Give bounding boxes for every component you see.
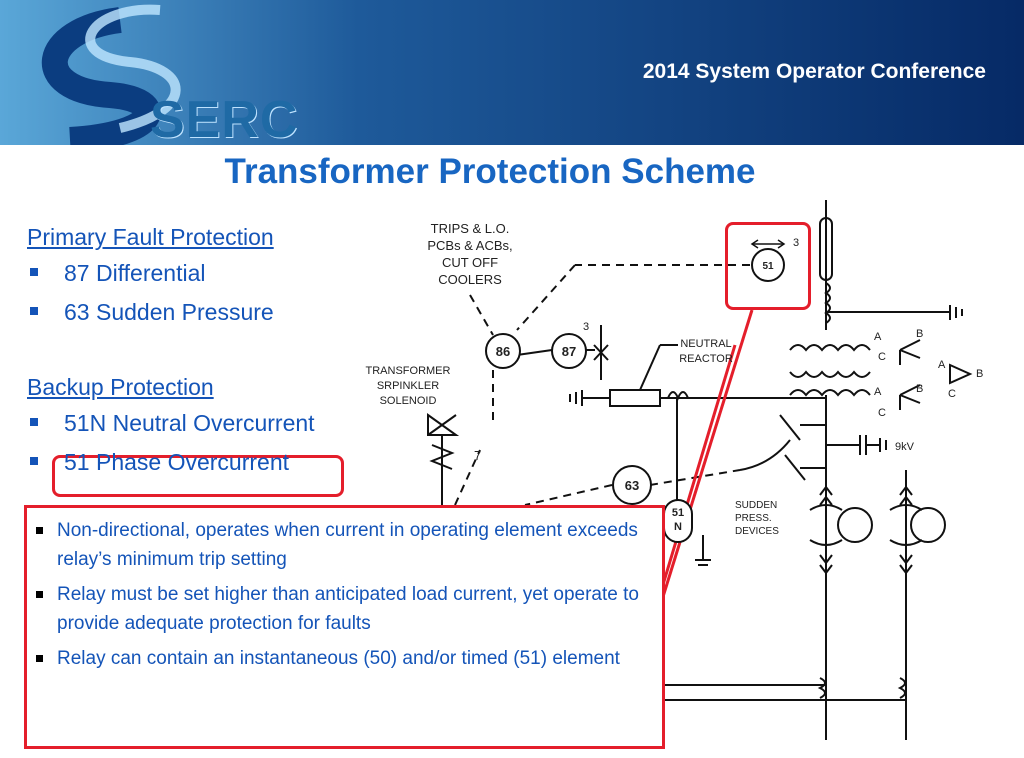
logo-text: SERC — [150, 91, 299, 145]
sudden-label-2: PRESS. — [735, 513, 772, 524]
square-bullet-icon — [30, 418, 38, 426]
relay-87: 87 — [551, 333, 587, 369]
sprinkler-label-1: TRANSFORMER — [366, 365, 451, 377]
primary-heading: Primary Fault Protection — [27, 224, 274, 250]
trips-label-3: CUT OFF — [442, 255, 498, 270]
sprinkler-label-3: SOLENOID — [380, 395, 437, 407]
sprinkler-label-2: SRPINKLER — [377, 380, 439, 392]
secondary-winding-1 — [789, 370, 871, 378]
sudden-label-1: SUDDEN — [735, 500, 777, 511]
square-bullet-icon — [30, 268, 38, 276]
primary-item-87: 87 Differential — [27, 254, 315, 293]
count-7: 7 — [474, 448, 481, 463]
primary-item-63: 63 Sudden Pressure — [27, 293, 315, 332]
trips-label-2: PCBs & ACBs, — [427, 238, 512, 253]
relay-86-label: 86 — [496, 344, 510, 359]
header-banner: SERC 2014 System Operator Conference — [0, 0, 1024, 145]
phase-b-right: B — [976, 368, 983, 380]
kv-label: 9kV — [895, 441, 915, 453]
callout-bullet: Relay must be set higher than anticipate… — [27, 580, 662, 638]
relay-63: 63 — [612, 465, 652, 505]
primary-winding — [789, 344, 871, 352]
phase-a-mid: A — [874, 386, 882, 398]
square-bullet-icon — [30, 457, 38, 465]
callout-text: Relay must be set higher than anticipate… — [57, 584, 639, 634]
square-bullet-icon — [30, 307, 38, 315]
phase-b-mid: B — [916, 383, 923, 395]
header-background — [0, 0, 1024, 145]
callout-text: Relay can contain an instantaneous (50) … — [57, 648, 620, 669]
backup-heading: Backup Protection — [27, 374, 214, 400]
phase-b-top: B — [916, 328, 923, 340]
protection-list: Primary Fault Protection 87 Differential… — [27, 220, 315, 482]
relay-87-label: 87 — [562, 344, 576, 359]
phase-a-right: A — [938, 359, 946, 371]
neutral-label-2: REACTOR — [679, 353, 733, 365]
sudden-label-3: DEVICES — [735, 526, 779, 537]
square-bullet-icon — [36, 655, 43, 662]
backup-item-51n: 51N Neutral Overcurrent — [27, 404, 315, 443]
phase-overcurrent-highlight — [52, 455, 344, 497]
ct-coil-51 — [824, 282, 831, 324]
backup-item-label: 51N Neutral Overcurrent — [64, 410, 315, 436]
square-bullet-icon — [36, 591, 43, 598]
relay-51n-label-2: N — [674, 521, 682, 533]
primary-bushing — [819, 217, 833, 281]
slide-title: Transformer Protection Scheme — [224, 152, 756, 191]
relay-51n-label-1: 51 — [672, 507, 684, 519]
count-3-top: 3 — [793, 237, 799, 249]
phase-c-top: C — [878, 351, 886, 363]
relay-63-label: 63 — [625, 478, 639, 493]
primary-item-label: 87 Differential — [64, 260, 206, 286]
neutral-label-1: NEUTRAL — [680, 338, 731, 350]
phase-c-right: C — [948, 388, 956, 400]
backup-item-51: 51 Phase Overcurrent — [27, 443, 315, 482]
neutral-reactor — [609, 389, 661, 407]
callout-text: Non-directional, operates when current i… — [57, 520, 638, 570]
primary-item-label: 63 Sudden Pressure — [64, 299, 274, 325]
callout-box: Non-directional, operates when current i… — [24, 505, 665, 749]
relay-51-highlight — [725, 222, 811, 310]
callout-bullet: Relay can contain an instantaneous (50) … — [27, 644, 662, 673]
relay-51: 51 — [751, 248, 785, 282]
callout-bullet: Non-directional, operates when current i… — [27, 516, 662, 574]
relay-51n: 51 N — [663, 499, 693, 543]
phase-a-top: A — [874, 331, 882, 343]
trips-label-1: TRIPS & L.O. — [431, 221, 510, 236]
count-3-87: 3 — [583, 321, 589, 333]
backup-item-label: 51 Phase Overcurrent — [64, 449, 290, 475]
relay-86: 86 — [485, 333, 521, 369]
relay-51-label: 51 — [762, 261, 774, 272]
square-bullet-icon — [36, 527, 43, 534]
secondary-winding-2 — [789, 389, 871, 397]
trips-label-4: COOLERS — [438, 272, 502, 287]
phase-c-mid: C — [878, 407, 886, 419]
conference-title: 2014 System Operator Conference — [642, 60, 986, 83]
